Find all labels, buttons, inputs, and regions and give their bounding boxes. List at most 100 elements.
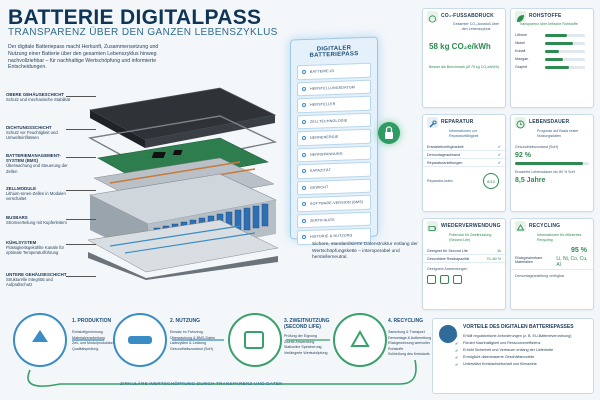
lebensdauer-title: LEBENSDAUER (529, 119, 570, 125)
recycling-value: 95 % (571, 247, 587, 254)
lock-icon (378, 122, 400, 144)
passport-item[interactable]: GEWICHT (297, 178, 371, 196)
check-icon: ✔ (497, 160, 501, 165)
recycle-icon (515, 221, 526, 232)
wiederverwendung-card: WIEDERVERWENDUNG Potenzial für Zweitnutz… (422, 218, 506, 310)
reparatur-row: Ersatzteilverfügbarkeit✔ (423, 143, 505, 151)
vorteile-box: VORTEILE DES DIGITALEN BATTERIEPASSES Er… (432, 318, 594, 394)
process-step-item: Einsatz im Fahrzeug (170, 330, 203, 334)
passport-caption: Sichere, standardisierte Datenstruktur e… (312, 242, 418, 260)
rohstoff-name: Lithium (515, 33, 527, 37)
passport-item[interactable]: KAPAZITÄT (297, 161, 371, 179)
passport-item-label: KAPAZITÄT (310, 168, 332, 174)
demontage-label: Demontageanleitung verfügbar (515, 274, 565, 278)
passport-item[interactable]: ZERTIFIKATE (297, 211, 371, 229)
vorteile-title: VORTEILE DES DIGITALEN BATTERIEPASSES (463, 324, 574, 330)
recycling-title: RECYCLING (529, 223, 561, 229)
passport-item-icon (302, 218, 306, 223)
process-step-item: Sammlung & Transport (388, 330, 425, 334)
process-step-item: Demontage & Aufbereitung (388, 335, 432, 340)
rohstoff-name: Graphit (515, 65, 528, 69)
recycling-desc: Informationen für effizientes Recycling (537, 233, 582, 242)
recycling-card: RECYCLING Informationen für effizientes … (510, 218, 594, 310)
process-step-title: 3. ZWEITNUTZUNG (SECOND LIFE) (284, 318, 330, 330)
battery-label-text: Flüssigkeitsgekühlte Kanäle für optimale… (6, 245, 64, 256)
passport-item[interactable]: BATTERIE-ID (297, 62, 371, 80)
battery-illustration (87, 87, 279, 280)
passport-item[interactable]: ZELLTECHNOLOGIE (297, 112, 371, 130)
vorteil-item: Ermöglicht datenbasierte Geschäftsmodell… (433, 354, 593, 361)
passport-item-icon (302, 70, 306, 75)
co2-cloud-icon (427, 11, 438, 23)
wiederverwendung-row: Geeignet für Second Life JA (423, 247, 505, 255)
reparatur-row: Demontageaufwand✔ (423, 151, 505, 159)
passport-item-icon (302, 86, 306, 91)
battery-label-text: Überwachung und Steuerung der Zellen (6, 163, 68, 174)
rohstoffe-card: ROHSTOFFE Transparenz über kritische Roh… (510, 8, 594, 108)
page-subtitle: TRANSPARENZ ÜBER DEN GANZEN LEBENSZYKLUS (8, 27, 278, 38)
battery-label-text: Lithium-Ionen-Zellen in Modulen verschal… (6, 191, 66, 202)
wv-label: Geeignet für Second Life (427, 248, 468, 253)
passport-item-label: NENNENERGIE (310, 135, 339, 141)
wiederverwendung-desc: Potenzial für Zweitnutzung (Second Life) (449, 233, 492, 242)
passport-item[interactable]: HERSTELLUNGSDATUM (297, 79, 371, 97)
apps-icons (423, 272, 505, 287)
passport-item-label: BATTERIE-ID (310, 69, 335, 75)
wv-value: JA (496, 248, 501, 253)
co2-title: CO₂-FUSSABDRUCK (441, 13, 494, 19)
passport-item-label: HERSTELLUNGSDATUM (310, 85, 355, 91)
process-step-item: Verlängerte Wertschöpfung (284, 350, 328, 355)
leader-line (66, 276, 96, 277)
rohstoffe-title: ROHSTOFFE (529, 13, 562, 19)
check-icon: ✔ (497, 144, 501, 149)
storage-unit-icon (244, 331, 264, 349)
passport-item-icon (302, 235, 306, 240)
process-step-item: Zweite Anwendung (284, 339, 315, 344)
passport-item[interactable]: SOFTWARE-VERSION (BMS) (297, 194, 371, 212)
passport-item-icon (302, 152, 306, 157)
leader-line (66, 157, 96, 158)
wiederverwendung-title: WIEDERVERWENDUNG (441, 223, 501, 229)
passport-item-label: ZELLTECHNOLOGIE (310, 118, 348, 124)
reparatur-row-label: Demontageaufwand (427, 152, 461, 157)
rohstoff-bar (545, 49, 585, 53)
rohstoff-bar (545, 65, 585, 69)
footer-text: ZIRKULÄRE WERTSCHÖPFUNG DURCH TRANSPAREN… (120, 381, 283, 386)
rohstoff-name: Kobalt (515, 49, 526, 53)
process-step-item: Stationäre Speicherung (284, 345, 322, 349)
materials-label: Rückgewinnbare Materialien (515, 255, 543, 264)
process-step-title: 1. PRODUKTION (72, 318, 112, 324)
process-step-item: Prüfung der Eignung (284, 334, 317, 338)
passport-item[interactable]: NENNENERGIE (297, 128, 371, 146)
soh-label: Gesundheitszustand (SoH) (515, 145, 559, 149)
rohstoff-row: Mangan (511, 55, 593, 63)
lebensdauer-desc: Prognose auf Basis realer Nutzungsdaten (537, 129, 579, 138)
process-flow (13, 313, 417, 387)
reparatur-title: REPARATUR (441, 119, 474, 125)
co2-benchmark: Besser als Benchmark (Ø 75 kg CO₂e/kWh) (429, 65, 499, 69)
passport-item[interactable]: HERSTELLER (297, 95, 371, 113)
passport-title: DIGITALER BATTERIEPASS (309, 45, 359, 59)
factory-icon (32, 330, 48, 342)
passport-item-label: SOFTWARE-VERSION (BMS) (310, 200, 364, 207)
expected-value: 8,5 Jahre (515, 177, 546, 184)
rohstoff-row: Kobalt (511, 47, 593, 55)
passport-item[interactable]: NENNSPANNUNG (297, 145, 371, 163)
passport-item-icon (302, 202, 306, 207)
reparatur-row-label: Reparaturanleitungen (427, 160, 463, 165)
battery-label-title: KÜHLSYSTEM (6, 240, 37, 245)
rohstoff-name: Mangan (515, 57, 529, 61)
battery-label-text: Schutz vor Feuchtigkeit und Umwelteinflü… (6, 130, 58, 141)
passport-item-icon (302, 136, 306, 141)
rohstoff-name: Nickel (515, 41, 526, 45)
passport-item-label: HISTORIE & NUTZUNG (310, 233, 353, 240)
